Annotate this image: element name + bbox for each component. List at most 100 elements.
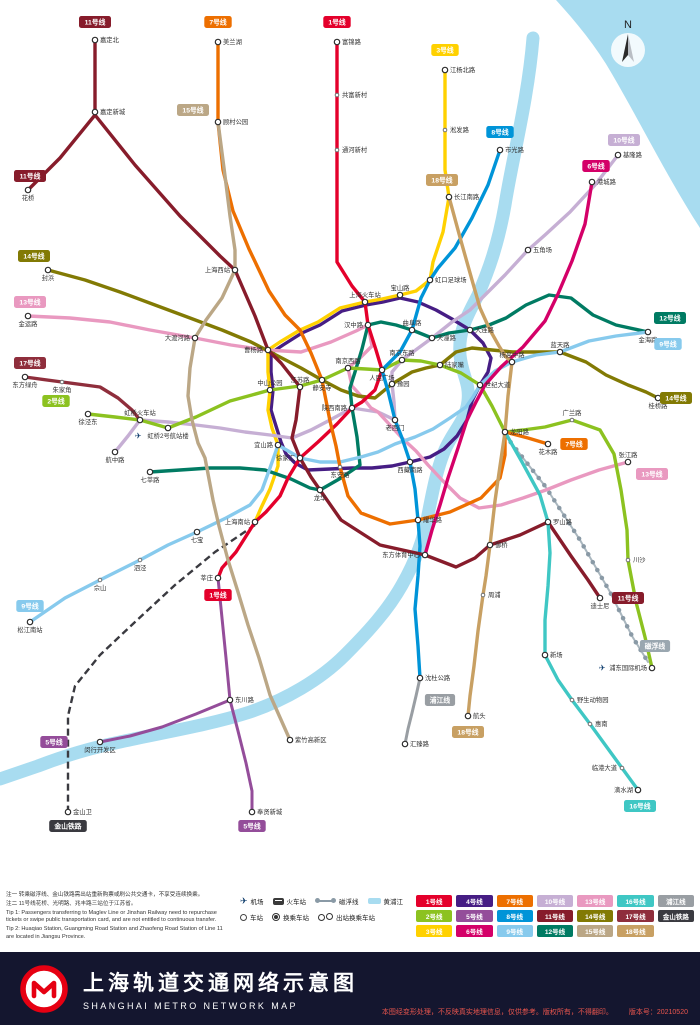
- station-marker: [136, 416, 144, 424]
- station-label: 花木路: [539, 447, 559, 456]
- legend-line-badge: 8号线: [496, 910, 533, 922]
- line-badge-bg: [42, 395, 70, 407]
- line-badge-label: 1号线: [209, 590, 227, 599]
- note-tip-2: Tip 2: Huaqiao Station, Guangming Road S…: [6, 926, 223, 941]
- legend-line-badge: 3号线: [416, 925, 453, 937]
- station-stop: 共富新村: [334, 90, 368, 99]
- station-label: 张江路: [619, 450, 639, 459]
- station-marker: [569, 417, 575, 423]
- station-label: 耀华路: [423, 515, 443, 524]
- legend-line-badge: 13号线: [577, 895, 614, 907]
- station-label: 虹桥2号航站楼: [147, 431, 189, 440]
- station-marker: [316, 486, 324, 494]
- line-badge: 18号线: [426, 174, 458, 186]
- line-badge-bg: [636, 468, 668, 480]
- station-marker: [344, 364, 352, 372]
- station-label: 奉贤新城: [257, 807, 283, 816]
- station-marker: [421, 551, 429, 559]
- station-interchange: 七宝: [191, 528, 203, 544]
- station-interchange: 长江南路: [445, 192, 480, 201]
- station-marker: [378, 366, 386, 374]
- legend-line-badge: 7号线: [496, 895, 533, 907]
- station-stop: 东安路: [331, 464, 350, 479]
- station-label: 龙阳路: [510, 427, 530, 436]
- legend-line-badge: 4号线: [456, 895, 493, 907]
- station-label: 宝山路: [391, 283, 411, 292]
- station-label: 曹杨路: [244, 345, 264, 354]
- station-interchange: 陕西南路: [322, 403, 356, 412]
- compass: N: [611, 19, 645, 67]
- station-marker: [624, 458, 632, 466]
- station-stop: 淞发路: [442, 125, 470, 134]
- station-interchange: 汇臻路: [401, 739, 430, 748]
- station-marker: [64, 808, 72, 816]
- line-badge-label: 2号线: [47, 396, 65, 405]
- station-marker: [24, 186, 32, 194]
- station-label: 周浦: [488, 590, 501, 599]
- station-marker: [59, 379, 65, 385]
- line-badge-bg: [40, 736, 68, 748]
- station-marker: [406, 458, 414, 466]
- station-label: 人民广场: [369, 373, 394, 382]
- legend-item-station: 车站: [240, 912, 263, 922]
- page-subtitle: SHANGHAI METRO NETWORK MAP: [83, 1000, 298, 1011]
- station-marker: [508, 358, 516, 366]
- shanghai-metro-logo: [20, 964, 68, 1013]
- station-interchange: 龙阳路: [501, 427, 530, 436]
- line-badge: 14号线: [18, 250, 50, 262]
- station-label: 新场: [550, 650, 563, 659]
- line-badge-bg: [654, 338, 682, 350]
- station-marker: [24, 312, 32, 320]
- station-interchange: 天潼路: [428, 333, 457, 342]
- station-marker: [569, 697, 575, 703]
- line-badge: 17号线: [14, 357, 46, 369]
- line-badge: 5号线: [40, 736, 68, 748]
- station-interchange: 七莘路: [141, 468, 160, 484]
- station-label: 金海路: [639, 335, 659, 344]
- page-title: 上海轨道交通网络示意图: [83, 971, 358, 995]
- station-label: 豫园: [397, 379, 410, 388]
- station-label: 徐泾东: [79, 417, 98, 426]
- station-label: 杨高中路: [499, 350, 525, 359]
- station-interchange: 港城路: [588, 177, 617, 186]
- station-label: 广兰路: [563, 408, 583, 417]
- metro-map-canvas: 嘉定北嘉定新城花桥美兰湖顾村公园富锦路共富新村通河新村江杨北路淞发路市光路长江南…: [0, 0, 700, 832]
- station-marker: [588, 178, 596, 186]
- metro-line-6: [423, 180, 594, 557]
- station-interchange: 沈杜公路: [416, 673, 451, 682]
- line-badge-label: 18号线: [431, 175, 452, 184]
- station-marker: [286, 736, 294, 744]
- station-interchange: 徐泾东: [79, 410, 98, 426]
- station-label: 徐家汇: [276, 453, 295, 462]
- legend-item-train: 火车站: [272, 896, 306, 906]
- line-badge-bg: [204, 16, 232, 28]
- line-badge-label: 11号线: [85, 17, 106, 26]
- station-marker: [334, 92, 340, 98]
- station-label: 大连路: [475, 325, 495, 334]
- station-marker: [164, 424, 172, 432]
- line-badge: 11号线: [612, 592, 644, 604]
- station-label: 通河新村: [342, 145, 368, 154]
- metro-line-pujiang: [403, 676, 422, 746]
- station-interchange: 东川路: [226, 695, 255, 704]
- station-label: 五角场: [533, 245, 552, 254]
- station-marker: [337, 464, 343, 470]
- legend-label: 车站: [250, 915, 263, 922]
- metro-line-12: [148, 293, 650, 492]
- station-label: 美兰湖: [223, 37, 242, 46]
- station-marker: [348, 404, 356, 412]
- station-label: 临港大道: [592, 763, 618, 772]
- oos-icon: [318, 913, 333, 921]
- line-badge-label: 13号线: [19, 297, 40, 306]
- station-label: 龙华: [314, 493, 327, 502]
- line-badge-label: 10号线: [613, 135, 634, 144]
- line-badge-label: 浦江线: [430, 695, 451, 704]
- station-interchange: 大连路: [466, 325, 495, 334]
- line-badge-bg: [582, 160, 610, 172]
- line-badge-bg: [323, 16, 351, 28]
- line-badge-label: 3号线: [436, 45, 454, 54]
- station-marker: [266, 386, 274, 394]
- line-badge: 18号线: [452, 726, 484, 738]
- station-label: 紫竹高新区: [295, 735, 326, 744]
- station-marker: [416, 674, 424, 682]
